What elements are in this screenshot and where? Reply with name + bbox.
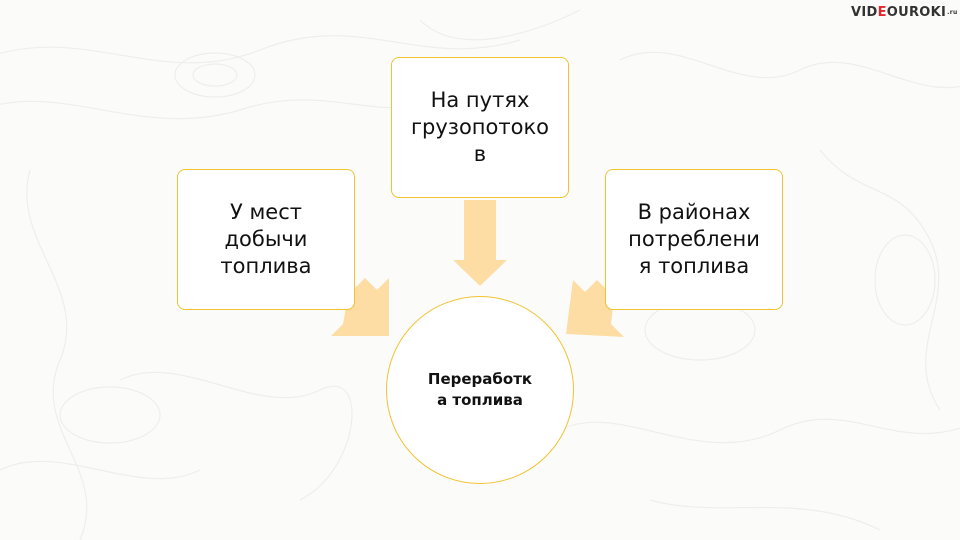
arrow-down (453, 200, 507, 286)
box-cargo-routes-label: На путях грузопотоко в (411, 88, 549, 166)
logo-prefix: VID (851, 5, 878, 20)
box-consumption-areas: В районах потреблени я топлива (605, 169, 783, 310)
box-cargo-routes: На путях грузопотоко в (391, 57, 569, 198)
box-fuel-extraction-label: У мест добычи топлива (220, 200, 312, 278)
box-consumption-areas-label: В районах потреблени я топлива (628, 200, 760, 278)
logo-suffix: .ru (947, 9, 958, 16)
center-circle-label: Переработк а топлива (427, 370, 533, 409)
center-circle-fuel-processing: Переработк а топлива (386, 296, 574, 484)
arrow-left-diagonal (331, 278, 389, 336)
logo-accent: E (877, 5, 887, 20)
logo-rest: OUROKI (886, 5, 947, 20)
videouroki-logo: VIDEOUROKI.ru (851, 5, 958, 21)
box-fuel-extraction: У мест добычи топлива (177, 169, 355, 310)
